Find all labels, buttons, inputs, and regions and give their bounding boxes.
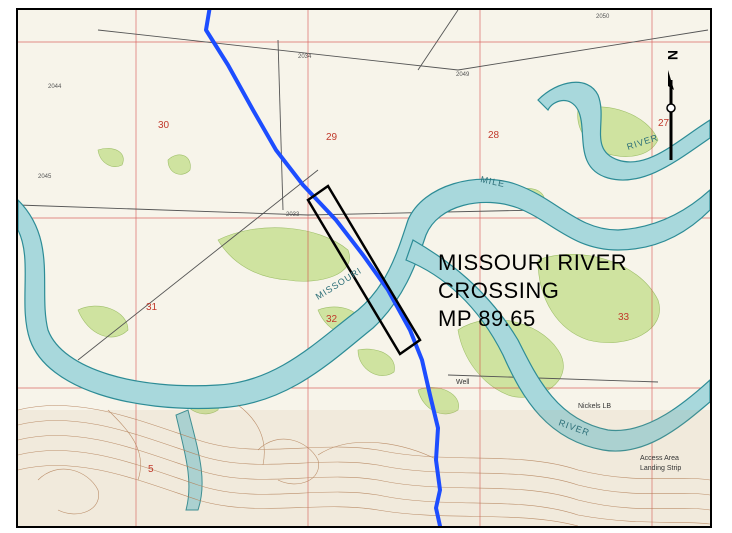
place-label: Access Area <box>640 455 679 462</box>
bluff-contours <box>18 404 710 526</box>
elevation-label: 2049 <box>456 72 470 78</box>
section-number: 29 <box>326 132 338 143</box>
pipeline-route <box>204 10 442 526</box>
section-number: 27 <box>658 118 670 129</box>
place-label: Landing Strip <box>640 465 681 472</box>
elevation-label: 2050 <box>596 14 610 20</box>
map-canvas: 30 29 28 27 32 31 33 5 MISSOURI RIVER MI… <box>18 10 710 526</box>
north-arrow-circle <box>666 103 676 113</box>
bluff-shading <box>18 410 710 526</box>
topographic-map: 30 29 28 27 32 31 33 5 MISSOURI RIVER MI… <box>16 8 712 528</box>
elevation-label: 2033 <box>286 212 300 218</box>
callout-line-3: MP 89.65 <box>438 306 536 331</box>
section-lines <box>18 10 710 526</box>
section-number: 33 <box>618 312 630 323</box>
place-label: Nickels LB <box>578 403 611 410</box>
section-number: 5 <box>148 464 154 475</box>
north-label: N <box>665 50 681 60</box>
roads <box>18 10 709 383</box>
section-number: 30 <box>158 120 170 131</box>
section-number: 32 <box>326 314 338 325</box>
elevation-label: 2045 <box>38 174 52 180</box>
elevation-label: 2034 <box>298 54 312 60</box>
elevation-label: 2044 <box>48 84 62 90</box>
missouri-river <box>18 81 710 511</box>
place-label: Well <box>456 379 470 386</box>
crossing-highlight-box <box>306 184 422 356</box>
north-arrow: N <box>665 50 681 160</box>
section-number: 28 <box>488 130 500 141</box>
callout-line-1: MISSOURI RIVER <box>438 250 628 275</box>
section-number: 31 <box>146 302 158 313</box>
callout-line-2: CROSSING <box>438 278 560 303</box>
